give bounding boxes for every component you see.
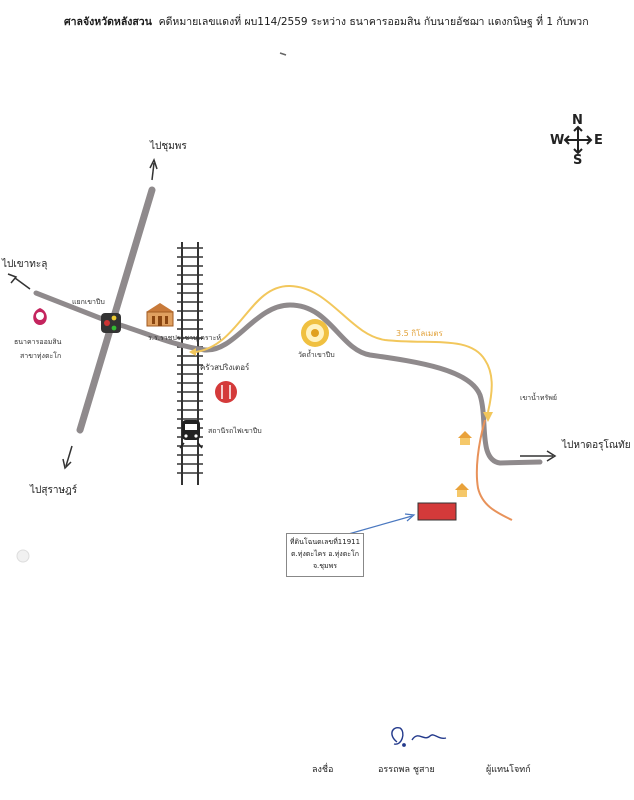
arrow-to-surat	[62, 445, 73, 470]
school-icon	[146, 303, 174, 327]
compass-cross-icon	[563, 125, 593, 155]
callout-line2: ต.ทุ่งตะไคร อ.ทุ่งตะโก	[290, 550, 360, 558]
signature	[391, 727, 447, 747]
case-text: คดีหมายเลขแดงที่ ผบ114/2559 ระหว่าง ธนาค…	[158, 16, 589, 28]
route-line	[195, 284, 493, 413]
label-bank-line2: สาขาทุ่งตะโก	[20, 352, 62, 360]
label-to-chumphon: ไปชุมพร	[150, 141, 187, 152]
arrow-to-beach	[520, 450, 557, 462]
land-plot	[417, 502, 457, 521]
scan-mark	[279, 52, 287, 56]
label-to-surat: ไปสุราษฎร์	[30, 485, 78, 496]
compass-south: S	[573, 153, 583, 168]
restaurant-icon	[215, 381, 237, 403]
callout-line3: จ.ชุมพร	[312, 562, 338, 570]
punch-hole	[16, 549, 30, 563]
label-distance: 3.5 กิโลเมตร	[396, 329, 443, 338]
route-arrow-tail	[189, 348, 196, 356]
arrow-to-khao-thalu	[7, 273, 31, 290]
main-road-north-south	[76, 186, 156, 434]
label-restaurant: ครัวสปริงเตอร์	[200, 363, 250, 372]
temple-icon	[301, 319, 329, 347]
compass-west: W	[550, 133, 565, 148]
traffic-light-icon	[101, 313, 121, 333]
document-header: ศาลจังหวัดหลังสวน คดีหมายเลขแดงที่ ผบ114…	[64, 13, 589, 30]
compass-north: N	[572, 113, 583, 128]
route-arrow-head	[483, 412, 493, 422]
compass-east: E	[594, 133, 603, 148]
house-icon-2	[455, 483, 469, 497]
label-intersection: แยกเขาปีบ	[72, 298, 105, 306]
land-plot-callout: ที่ดินโฉนดเลขที่11911 ต.ทุ่งตะไคร อ.ทุ่ง…	[286, 533, 364, 577]
train-icon	[179, 420, 203, 449]
label-temple: วัดถ้ำเขาปีบ	[298, 351, 335, 359]
footer-name: อรรถพล ชูสาย	[378, 765, 435, 775]
label-khao-nam-sap: เขาน้ำทรัพย์	[520, 394, 557, 402]
house-icon-1	[458, 431, 472, 445]
callout-arrow	[344, 513, 416, 536]
callout-line1: ที่ดินโฉนดเลขที่11911	[289, 538, 361, 546]
label-station: สถานีรถไฟเขาปีบ	[208, 427, 262, 435]
label-school: ร.ร.ราชประชานุเคราะห์	[148, 334, 221, 342]
arrow-to-chumphon	[149, 158, 158, 181]
label-to-khao-thalu: ไปเขาทะลุ	[2, 259, 48, 270]
label-bank-line1: ธนาคารออมสิน	[14, 338, 62, 346]
stream-line	[475, 419, 513, 521]
footer-sign: ลงชื่อ	[312, 765, 334, 775]
label-to-beach: ไปหาดอรุโณทัย	[562, 440, 631, 451]
bank-pin-icon	[33, 308, 47, 325]
footer-role: ผู้แทนโจทก์	[486, 765, 531, 775]
court-name: ศาลจังหวัดหลังสวน	[64, 16, 152, 28]
road-to-beach	[33, 290, 543, 466]
